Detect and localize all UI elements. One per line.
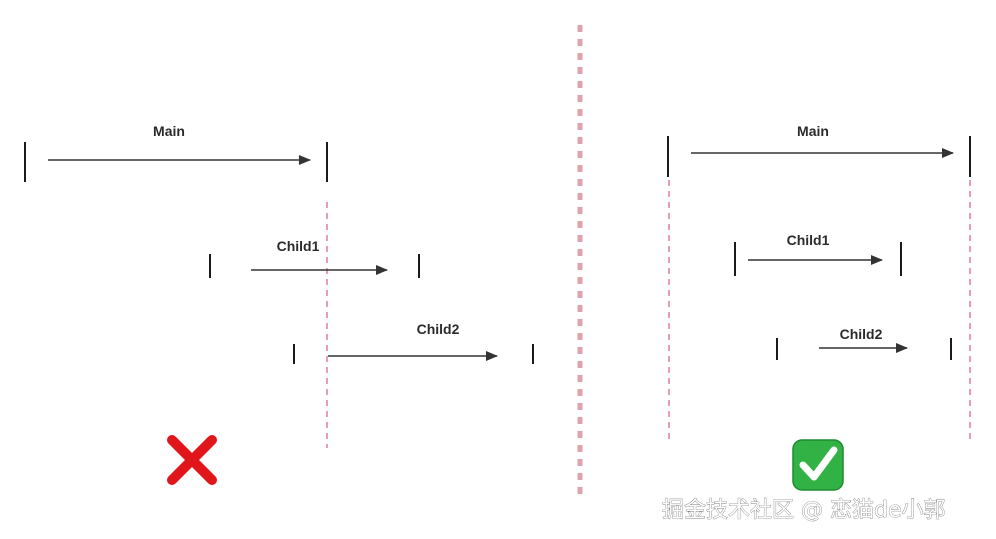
child2-label: Child2	[840, 326, 883, 342]
left-panel: Main Child1 Child2	[24, 123, 534, 485]
child2-label: Child2	[417, 321, 460, 337]
main-label: Main	[153, 123, 185, 139]
cross-mark-icon	[167, 435, 217, 485]
check-mark-icon	[792, 439, 844, 491]
right-panel: Main Child1 Child2	[667, 123, 971, 491]
child1-label: Child1	[277, 238, 320, 254]
watermark-text: 掘金技术社区 @ 恋猫de小郭	[662, 498, 946, 523]
child1-label: Child1	[787, 232, 830, 248]
main-label: Main	[797, 123, 829, 139]
